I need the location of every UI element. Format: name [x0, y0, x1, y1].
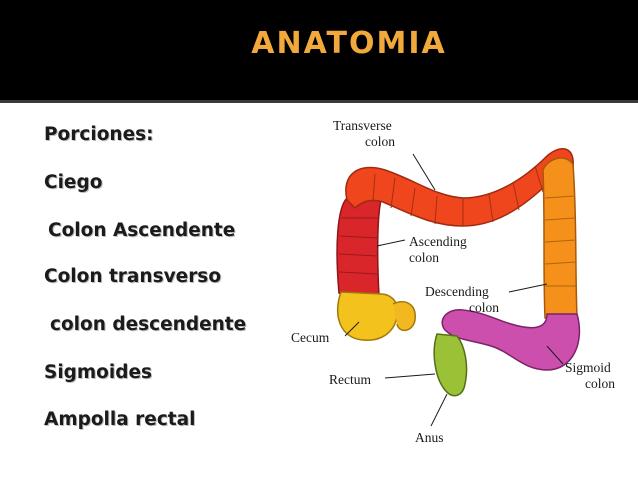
bullet-colon-transverso: Colon transverso	[44, 266, 222, 287]
bullet-ciego: Ciego	[44, 172, 103, 193]
label-descending-line1: Descending	[425, 284, 489, 299]
bullet-colon-descendente: colon descendente	[50, 314, 247, 335]
label-ascending-line2: colon	[409, 250, 439, 265]
bullet-ampolla-rectal: Ampolla rectal	[44, 409, 196, 430]
transverse-colon-shape	[345, 147, 574, 227]
label-ascending-line1: Ascending	[409, 234, 467, 249]
title-bar: ANATOMIA	[0, 0, 638, 100]
label-cecum: Cecum	[291, 330, 330, 345]
label-descending-line2: colon	[469, 300, 499, 315]
sigmoid-colon-shape	[441, 309, 581, 371]
bullet-colon-ascendente: Colon Ascendente	[48, 220, 236, 241]
rectum-shape	[433, 333, 468, 397]
label-transverse-line1: Transverse	[333, 118, 392, 133]
transverse-haustra	[372, 165, 544, 226]
ascending-colon-shape	[336, 197, 382, 297]
ascending-haustra	[338, 217, 379, 275]
label-transverse-line2: colon	[365, 134, 395, 149]
descending-colon-shape	[542, 157, 578, 319]
colon-anatomy-figure: Transverse colon Ascending colon Descend…	[285, 108, 635, 476]
cecum-shape	[337, 291, 398, 341]
appendix-shape	[392, 300, 416, 332]
slide-title: ANATOMIA	[251, 26, 447, 61]
label-sigmoid-line1: Sigmoid	[565, 360, 611, 375]
label-pointers	[344, 153, 564, 427]
descending-haustra	[544, 195, 577, 287]
label-anus: Anus	[415, 430, 444, 445]
bullet-porciones: Porciones:	[44, 124, 154, 145]
label-sigmoid-line2: colon	[585, 376, 615, 391]
title-divider	[0, 100, 638, 103]
label-rectum: Rectum	[329, 372, 371, 387]
bullet-sigmoides: Sigmoides	[44, 362, 153, 383]
